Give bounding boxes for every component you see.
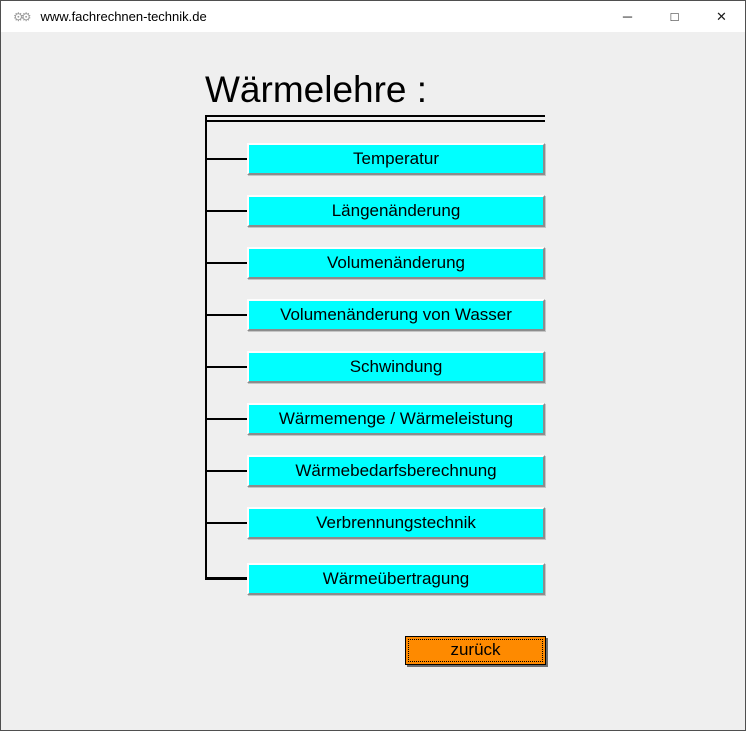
heading-double-underline — [205, 115, 545, 122]
menu-button-temperatur[interactable]: Temperatur — [247, 143, 545, 175]
menu-button-waermemenge[interactable]: Wärmemenge / Wärmeleistung — [247, 403, 545, 435]
titlebar: ⚙⚙ www.fachrechnen-technik.de ─ □ ✕ — [1, 1, 745, 32]
menu-button-volumenaenderung[interactable]: Volumenänderung — [247, 247, 545, 279]
tree-vertical-line — [205, 115, 207, 580]
back-button[interactable]: zurück — [405, 636, 546, 665]
tree-connector — [205, 314, 248, 316]
close-icon[interactable]: ✕ — [716, 8, 727, 24]
window-title: www.fachrechnen-technik.de — [40, 9, 207, 24]
gears-app-icon: ⚙⚙ — [13, 9, 31, 24]
window-controls: ─ □ ✕ — [604, 1, 745, 32]
tree-connector — [205, 577, 248, 580]
tree-connector — [205, 522, 248, 524]
tree-connector — [205, 262, 248, 264]
menu-button-volumenaenderung-wasser[interactable]: Volumenänderung von Wasser — [247, 299, 545, 331]
tree-connector — [205, 158, 248, 160]
maximize-icon[interactable]: □ — [670, 9, 679, 24]
menu-button-schwindung[interactable]: Schwindung — [247, 351, 545, 383]
menu-button-waermebedarfsberechnung[interactable]: Wärmebedarfsberechnung — [247, 455, 545, 487]
menu-button-laengenaenderung[interactable]: Längenänderung — [247, 195, 545, 227]
minimize-icon[interactable]: ─ — [622, 9, 633, 24]
page-title: Wärmelehre : — [205, 69, 428, 110]
menu-button-verbrennungstechnik[interactable]: Verbrennungstechnik — [247, 507, 545, 539]
tree-connector — [205, 366, 248, 368]
tree-connector — [205, 210, 248, 212]
tree-connector — [205, 418, 248, 420]
menu-button-waermeuebertragung[interactable]: Wärmeübertragung — [247, 563, 545, 595]
tree-connector — [205, 470, 248, 472]
page-content: Wärmelehre : Temperatur Längenänderung V… — [1, 32, 745, 730]
